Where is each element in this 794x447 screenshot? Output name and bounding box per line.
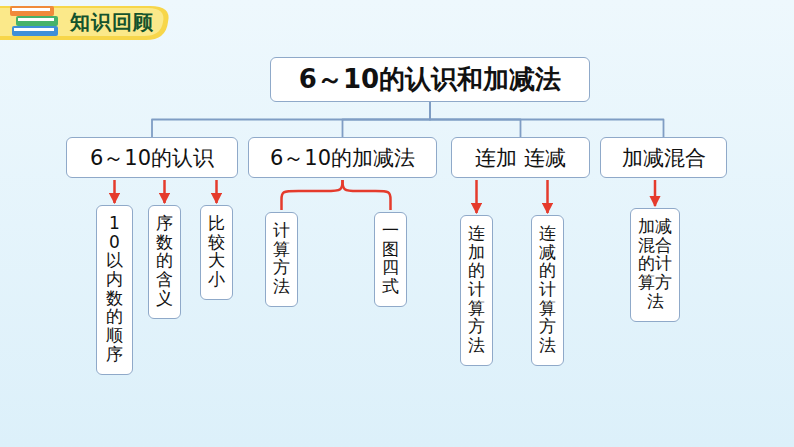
topic-text: 一图四式 (382, 221, 399, 296)
topic-text: 连减的计算方法 (539, 224, 556, 355)
topic-text: 加减混合的计算方法 (638, 217, 672, 310)
tree-connector (343, 102, 431, 137)
brace-connector (343, 180, 391, 210)
topic-card: 计算方法 (265, 212, 298, 307)
topic-card: 连减的计算方法 (531, 215, 564, 366)
section-title: 知识回顾 (70, 9, 154, 36)
title-band (0, 6, 169, 40)
arrow-connector (546, 180, 549, 213)
heading-text: 6～10的认识 (90, 144, 214, 172)
topic-text: 连加的计算方法 (468, 224, 485, 355)
topic-text: 序数的含义 (156, 214, 173, 307)
arrow-connector (475, 180, 478, 213)
topic-card: 10以内数的顺序 (96, 205, 133, 375)
branch-box: 6～10的加减法 (248, 137, 437, 178)
branch-box: 连加 连减 (451, 137, 590, 178)
topic-card: 序数的含义 (148, 205, 181, 319)
topic-card: 加减混合的计算方法 (630, 208, 680, 322)
root-box: 6～10的认识和加减法 (270, 57, 590, 102)
arrow-connector (654, 180, 657, 206)
topic-text: 比较大小 (208, 214, 225, 289)
branch-box: 加减混合 (600, 137, 727, 178)
heading-text: 连加 连减 (475, 144, 566, 172)
brace-connector (282, 180, 343, 210)
arrow-connector (113, 180, 116, 203)
arrow-connector (163, 180, 166, 203)
branch-box: 6～10的认识 (66, 137, 238, 178)
heading-text: 加减混合 (622, 144, 706, 172)
topic-card: 比较大小 (200, 205, 233, 300)
heading-text: 6～10的加减法 (270, 144, 415, 172)
arrow-connector (215, 180, 218, 203)
topic-text: 计算方法 (273, 221, 290, 296)
topic-card: 一图四式 (374, 212, 407, 307)
topic-card: 连加的计算方法 (460, 215, 493, 366)
topic-text: 10以内数的顺序 (104, 214, 124, 364)
tree-connector (430, 102, 664, 137)
heading-text: 6～10的认识和加减法 (299, 62, 561, 97)
book-icon (10, 6, 58, 36)
tree-connector (152, 102, 430, 137)
